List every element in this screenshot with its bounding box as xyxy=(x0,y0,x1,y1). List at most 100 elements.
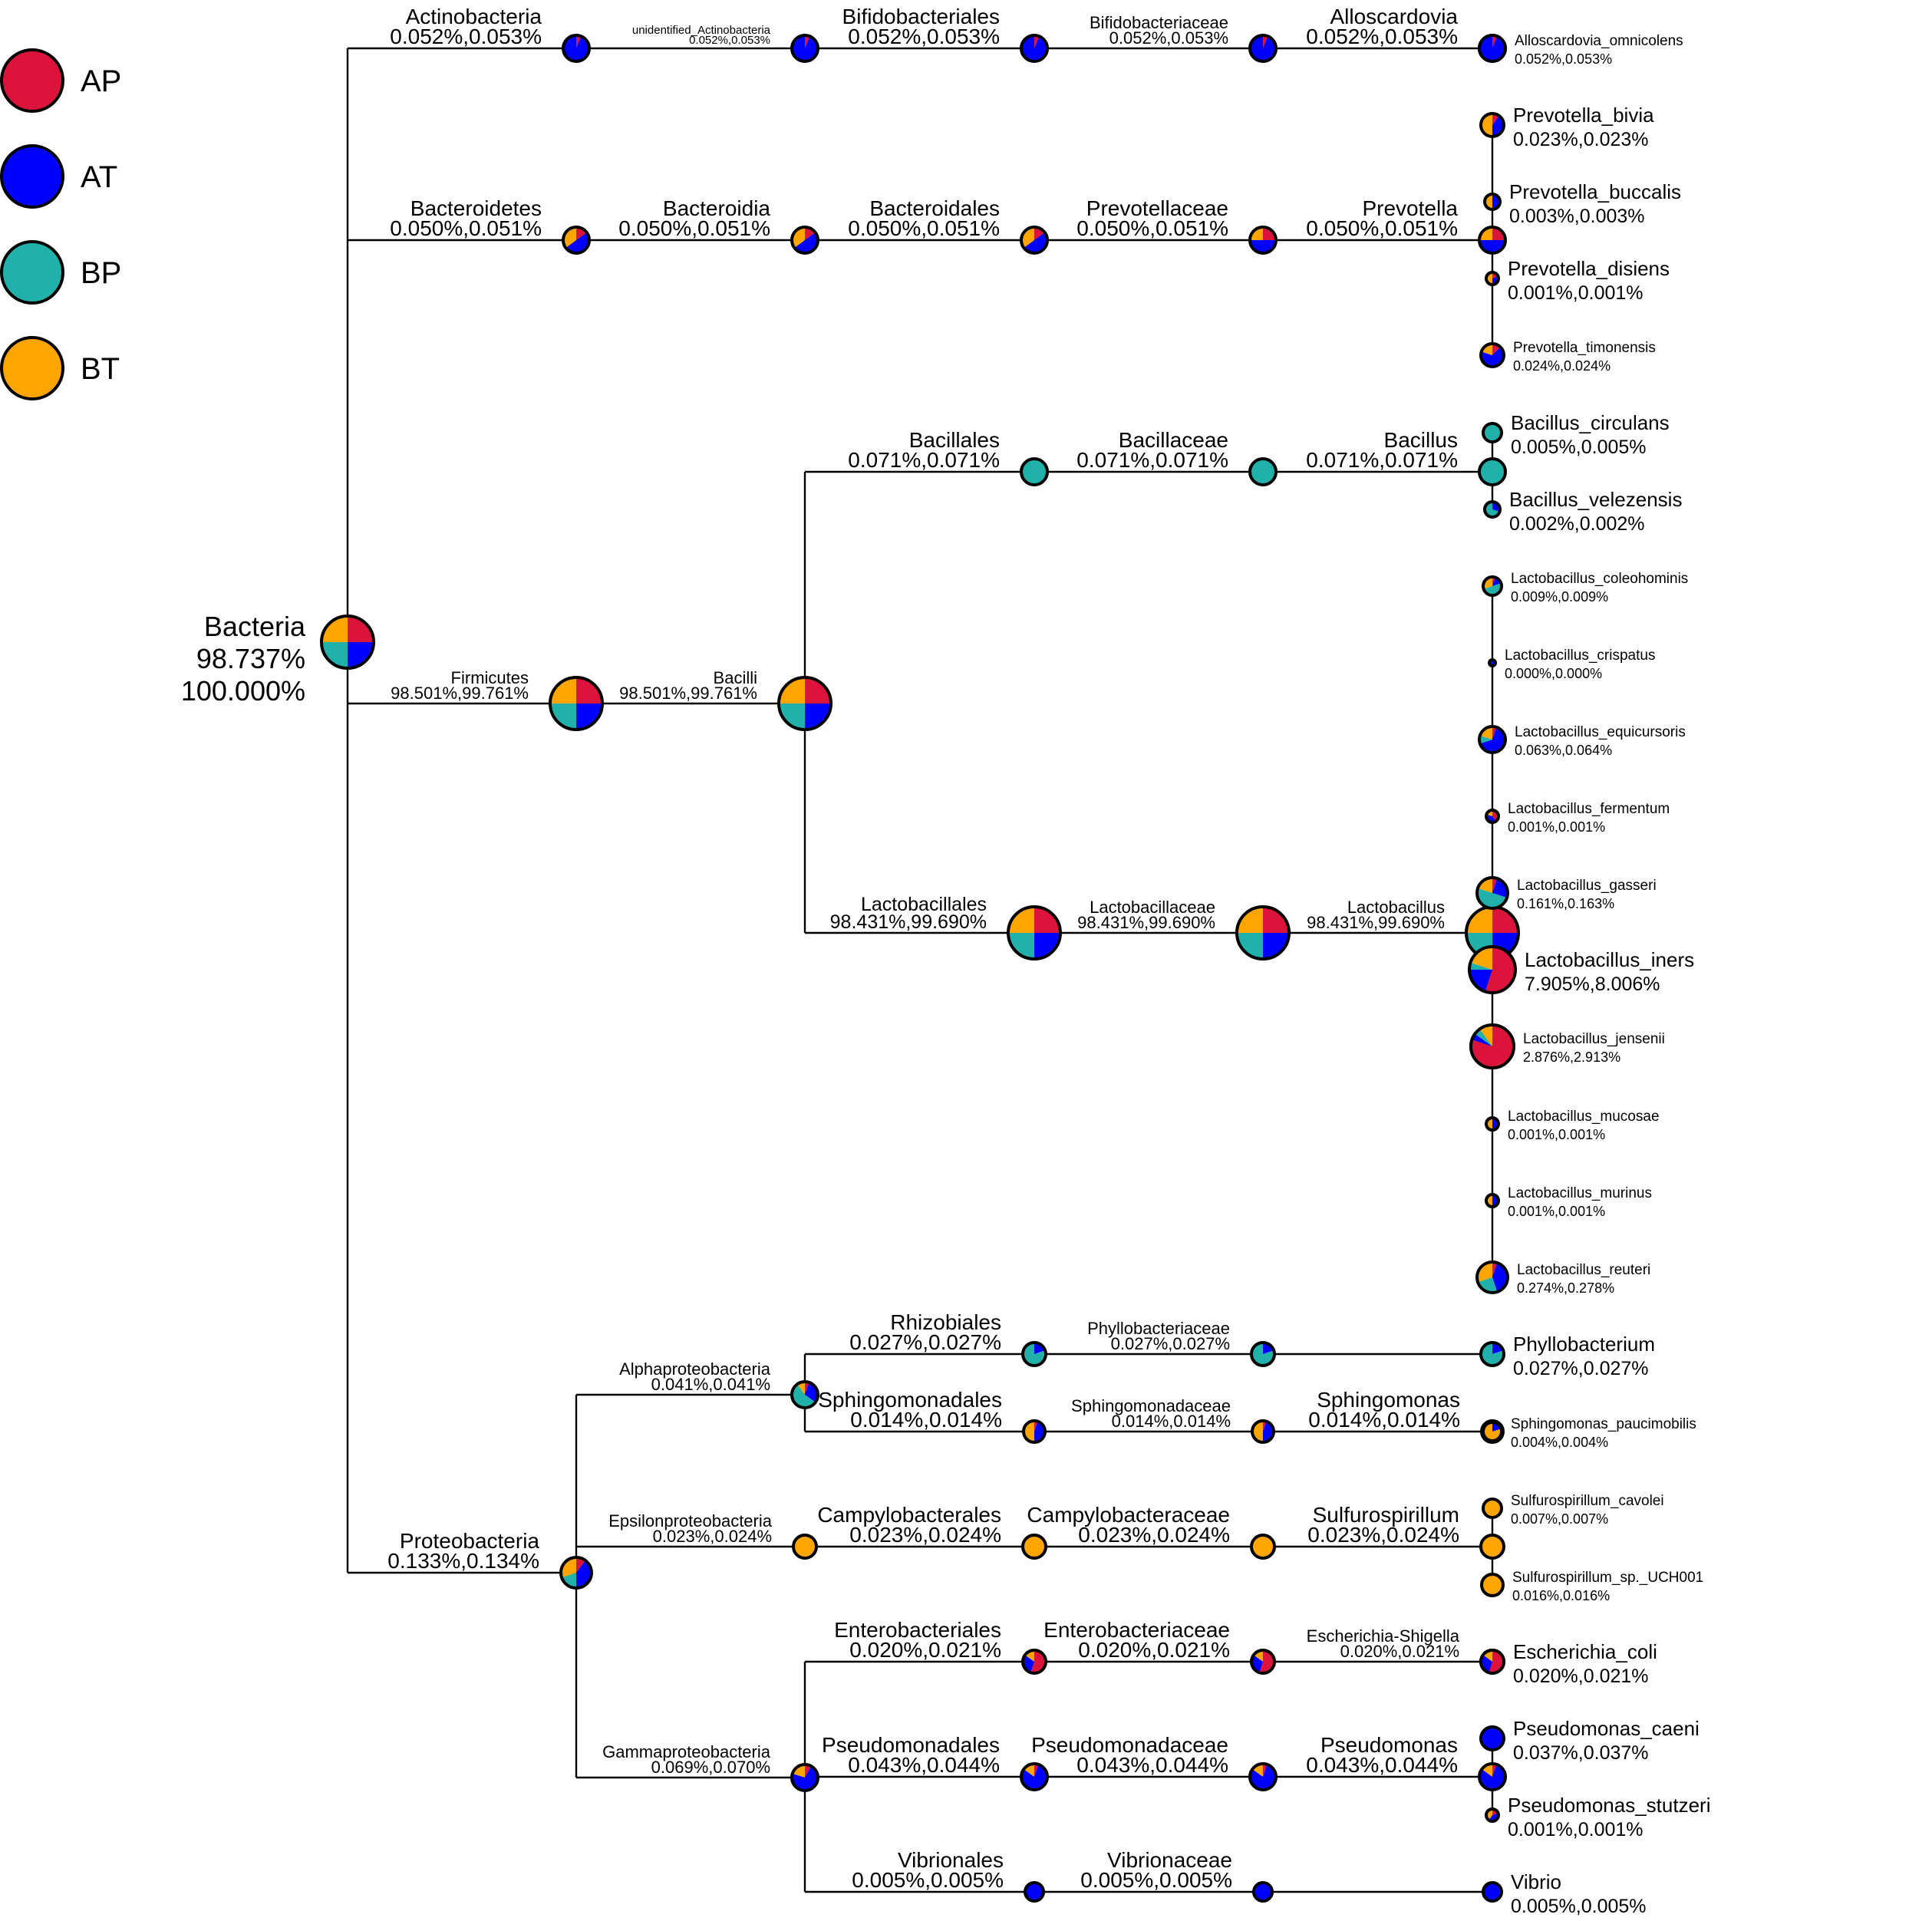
prevotella-bivia-abundance-label: 0.023%,0.023% xyxy=(1513,129,1649,150)
vibrio-outline xyxy=(1482,1881,1503,1903)
bacillus-circulans-outline xyxy=(1482,422,1503,443)
bacillus-velezensis-slice-at xyxy=(1492,502,1500,512)
bifidobacteriales-abundance-label: 0.052%,0.053% xyxy=(848,25,1000,48)
lactobacillus-jensenii-name-label: Lactobacillus_jensenii xyxy=(1523,1031,1665,1047)
lactobacillus-murinus-pie-node xyxy=(1485,1193,1500,1208)
sulfurospirillum-slice-bt xyxy=(1481,1535,1504,1558)
vibrionaceae-abundance-label: 0.005%,0.005% xyxy=(1080,1868,1232,1892)
vibrionaceae-pie-node xyxy=(1252,1881,1274,1903)
lactobacillus-mucosae-outline xyxy=(1485,1116,1500,1132)
gammaproteobacteria-slice-ap xyxy=(805,1764,812,1778)
lactobacillus-mucosae-name-label: Lactobacillus_mucosae xyxy=(1508,1109,1660,1125)
lactobacillus-gasseri-slice-bt xyxy=(1477,878,1492,893)
pseudomonas-stutzeri-name-label: Pseudomonas_stutzeri xyxy=(1508,1794,1710,1817)
actinobacteria-name-label: Actinobacteria xyxy=(406,5,542,28)
lactobacillaceae-name-label: Lactobacillaceae xyxy=(1090,898,1215,917)
alphaproteobacteria-pie-node xyxy=(790,1380,819,1409)
bacteria-slice-bt xyxy=(321,616,348,642)
lactobacillus-iners-abundance-label: 7.905%,8.006% xyxy=(1525,974,1660,995)
prevotella-slice-bt xyxy=(1479,227,1492,240)
lactobacillus-murinus-abundance-label: 0.001%,0.001% xyxy=(1508,1204,1605,1219)
bacteroidetes-slice-at xyxy=(565,232,589,253)
lactobacillus-iners-outline xyxy=(1468,945,1517,994)
bacteria-slice-ap xyxy=(348,616,374,642)
pseudomonas-abundance-label: 0.043%,0.044% xyxy=(1306,1753,1458,1777)
sphingomonas-paucimobilis-slice-at xyxy=(1492,1422,1502,1432)
bacteria-pie-node xyxy=(320,615,375,670)
lactobacillales-name-label: Lactobacillales xyxy=(861,894,987,915)
actinobacteria-abundance-label: 0.052%,0.053% xyxy=(390,25,542,48)
prevotella-disiens-name-label: Prevotella_disiens xyxy=(1508,257,1670,280)
pseudomonadales-abundance-label: 0.043%,0.044% xyxy=(848,1753,1000,1777)
bacilli-pie-node xyxy=(777,676,832,731)
bacillaceae-outline xyxy=(1248,457,1278,486)
campylobacterales-pie-node xyxy=(1021,1534,1047,1560)
pseudomonas-caeni-outline xyxy=(1479,1725,1505,1751)
bacteria-slice-at xyxy=(348,642,374,668)
sulfurospirillum-cavolei-pie-node xyxy=(1482,1498,1503,1519)
bacteroidia-abundance-label: 0.050%,0.051% xyxy=(618,216,770,240)
proteobacteria-slice-ap xyxy=(576,1557,585,1573)
enterobacteriaceae-name-label: Enterobacteriaceae xyxy=(1043,1618,1230,1642)
sulfurospirillum-cavolei-name-label: Sulfurospirillum_cavolei xyxy=(1511,1493,1664,1509)
pseudomonas-caeni-slice-at xyxy=(1481,1727,1504,1750)
sphingomonadales-name-label: Sphingomonadales xyxy=(818,1388,1002,1412)
firmicutes-slice-bt xyxy=(550,677,576,703)
bifidobacteriaceae-slice-ap xyxy=(1263,35,1268,48)
pseudomonas-caeni-pie-node xyxy=(1479,1725,1505,1751)
gammaproteobacteria-pie-node xyxy=(790,1763,819,1792)
sphingomonas-name-label: Sphingomonas xyxy=(1317,1388,1460,1412)
lactobacillus-crispatus-name-label: Lactobacillus_crispatus xyxy=(1505,647,1655,664)
actinobacteria-outline xyxy=(562,34,591,63)
bacteroidia-pie-node xyxy=(790,226,819,255)
sulfurospirillum-sp-uch001-abundance-label: 0.016%,0.016% xyxy=(1512,1588,1610,1603)
legend-swatch-at xyxy=(0,144,64,209)
enterobacteriales-slice-ap xyxy=(1030,1650,1047,1673)
bifidobacteriaceae-pie-node xyxy=(1248,34,1278,63)
bacillus-velezensis-name-label: Bacillus_velezensis xyxy=(1509,488,1682,511)
prevotella-bivia-outline xyxy=(1479,112,1505,138)
pseudomonas-stutzeri-outline xyxy=(1485,1807,1500,1823)
bacteria-slice-bp xyxy=(321,642,348,668)
bacillales-outline xyxy=(1020,457,1049,486)
prevotellaceae-pie-node xyxy=(1248,226,1278,255)
bacillaceae-pie-node xyxy=(1248,457,1278,486)
gammaproteobacteria-abundance-label: 0.069%,0.070% xyxy=(651,1758,770,1777)
gammaproteobacteria-slice-bt xyxy=(792,1764,805,1778)
sphingomonas-paucimobilis-slice-bt xyxy=(1483,1422,1502,1441)
unidentified-actinobacteria-abundance-label: 0.052%,0.053% xyxy=(689,34,770,47)
pseudomonadales-pie-node xyxy=(1020,1762,1049,1791)
prevotella-name-label: Prevotella xyxy=(1362,196,1458,220)
lactobacillus-iners-name-label: Lactobacillus_iners xyxy=(1525,948,1694,971)
prevotellaceae-slice-bt xyxy=(1250,227,1263,240)
bifidobacteriaceae-outline xyxy=(1248,34,1278,63)
firmicutes-slice-ap xyxy=(576,677,602,703)
bacillales-slice-bp xyxy=(1021,459,1047,485)
lactobacillus-equicursoris-abundance-label: 0.063%,0.064% xyxy=(1515,743,1612,758)
bifidobacteriales-outline xyxy=(1020,34,1049,63)
escherichia-shigella-name-label: Escherichia-Shigella xyxy=(1307,1626,1460,1646)
proteobacteria-pie-node xyxy=(559,1556,593,1590)
vibrionales-pie-node xyxy=(1024,1881,1045,1903)
sulfurospirillum-sp-uch001-pie-node xyxy=(1480,1573,1505,1597)
sulfurospirillum-pie-node xyxy=(1479,1534,1505,1560)
prevotella-timonensis-slice-at xyxy=(1481,347,1504,367)
root-abundance2-label: 100.000% xyxy=(181,675,305,707)
escherichia-coli-outline xyxy=(1479,1649,1505,1675)
rhizobiales-abundance-label: 0.027%,0.027% xyxy=(849,1330,1001,1354)
bacteroidetes-abundance-label: 0.050%,0.051% xyxy=(390,216,542,240)
lactobacillus-jensenii-outline xyxy=(1469,1023,1515,1069)
legend-swatch-bt xyxy=(0,336,64,400)
enterobacteriales-abundance-label: 0.020%,0.021% xyxy=(849,1638,1001,1662)
pseudomonadaceae-outline xyxy=(1248,1762,1278,1791)
prevotella-buccalis-outline xyxy=(1483,193,1502,211)
bacteroidia-outline xyxy=(790,226,819,255)
pseudomonas-slice-ap xyxy=(1492,1764,1497,1777)
prevotella-timonensis-name-label: Prevotella_timonensis xyxy=(1513,340,1656,356)
lactobacillus-coleohominis-name-label: Lactobacillus_coleohominis xyxy=(1511,571,1688,587)
lactobacillales-pie-node xyxy=(1007,905,1062,960)
lactobacillus-crispatus-outline xyxy=(1488,658,1497,667)
pseudomonas-name-label: Pseudomonas xyxy=(1320,1733,1458,1757)
vibrionaceae-outline xyxy=(1252,1881,1274,1903)
